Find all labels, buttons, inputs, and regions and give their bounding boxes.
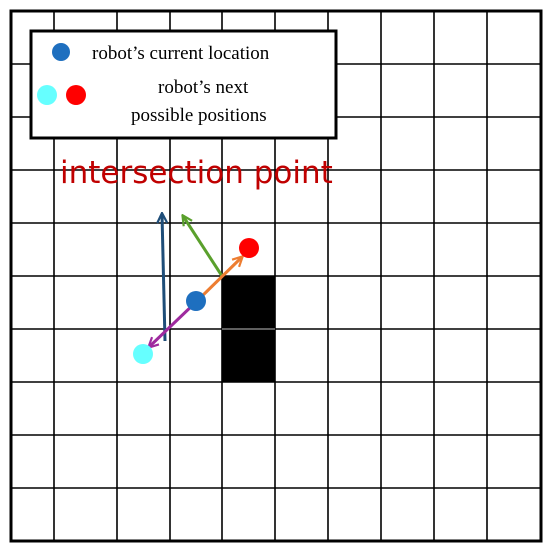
robot-current-position [186, 291, 206, 311]
obstacle-cell-upper [222, 276, 275, 329]
intersection-point-label: intersection point [60, 155, 333, 191]
arrow-purple [149, 300, 198, 347]
legend-current-marker [52, 43, 70, 61]
legend-next-cyan-marker [37, 85, 57, 105]
robot-next-position-cyan [133, 344, 153, 364]
robot-next-position-red [239, 238, 259, 258]
legend-next-label-line1: robot’s next [158, 77, 249, 98]
legend-next-red-marker [66, 85, 86, 105]
legend-current-label: robot’s current location [92, 43, 270, 64]
legend-next-label-line2: possible positions [131, 105, 267, 126]
obstacle-cell-lower [222, 329, 275, 382]
legend: robot’s current location robot’s next po… [29, 29, 338, 140]
grid-border [9, 9, 543, 543]
legend-box [29, 29, 338, 140]
arrow-orange [196, 257, 242, 302]
arrow-green [183, 216, 224, 277]
arrow-navy [162, 214, 165, 342]
